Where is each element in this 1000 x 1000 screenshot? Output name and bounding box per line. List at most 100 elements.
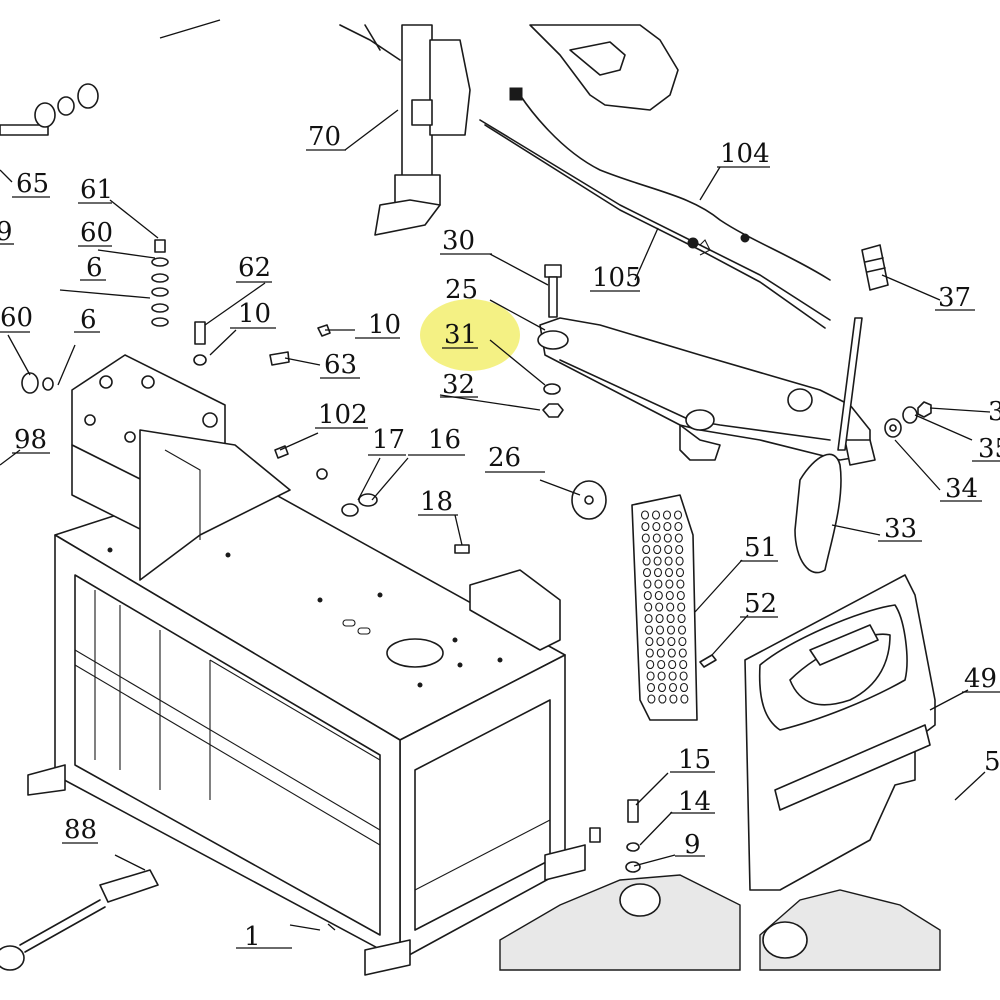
pedal-hole (663, 521, 672, 532)
left-hardware (0, 83, 470, 554)
pedal-hole (642, 567, 652, 578)
pedal-hole (646, 659, 655, 670)
pedal-hole (675, 556, 684, 566)
callout-25: 25 (445, 275, 478, 305)
pedal-hole (664, 544, 673, 555)
pedal-hole (662, 510, 672, 520)
pedal-hole (668, 659, 677, 670)
callout-10b: 10 (368, 310, 401, 340)
callout-52: 52 (744, 589, 777, 619)
valve-block (499, 874, 941, 971)
pedal-hole (643, 579, 652, 589)
callout-63: 63 (324, 350, 357, 380)
callout-60b: 60 (80, 218, 113, 248)
callout-32: 32 (442, 370, 475, 400)
callout-14: 14 (678, 787, 711, 817)
washers-34-35 (884, 401, 932, 438)
hardware-15-14-9 (589, 799, 641, 873)
callout-6a: 6 (86, 253, 103, 283)
callout-15: 15 (678, 745, 711, 775)
pedal-hole (678, 648, 687, 658)
pedal-hole (669, 694, 678, 704)
pedal-hole (645, 648, 654, 658)
pedal-hole (679, 671, 688, 681)
top-cover (529, 24, 679, 111)
pedal-hole (652, 533, 661, 543)
pedal-hole (678, 636, 687, 647)
callout-3-edge: 3 (988, 397, 1000, 427)
callout-9-edge: 9 (0, 217, 13, 247)
callout-10a: 10 (238, 299, 271, 329)
pedal-hole (668, 671, 677, 681)
callout-34: 34 (945, 474, 978, 504)
pedal-hole (677, 602, 686, 612)
pedal-hole (647, 694, 656, 704)
pedal-hole (644, 625, 654, 635)
pedal-hole (664, 556, 673, 566)
callout-6b: 6 (80, 305, 97, 335)
callout-9: 9 (684, 830, 701, 860)
pedal-hole (663, 533, 672, 543)
nut-32 (542, 383, 564, 418)
bolt-30 (544, 264, 562, 318)
pedal-hole (679, 659, 688, 670)
callout-65: 65 (16, 169, 49, 199)
pedal-hole (656, 648, 665, 658)
callout-33: 33 (884, 514, 917, 544)
pedal-hole (666, 602, 675, 612)
pedal-hole (680, 694, 689, 704)
disc-26 (571, 480, 607, 520)
callout-62: 62 (238, 253, 271, 283)
pedal-hole (656, 636, 665, 647)
pedal-hole (667, 648, 676, 658)
pedal-hole (674, 533, 683, 543)
callout-30: 30 (442, 226, 475, 256)
pedal-hole (664, 567, 674, 578)
pedal-hole (641, 533, 650, 543)
callout-98: 98 (14, 425, 47, 455)
pedal-hole (646, 671, 655, 681)
pedal-hole (673, 510, 683, 520)
callout-88: 88 (64, 815, 97, 845)
pedal-hole (674, 521, 683, 532)
callout-37: 37 (938, 283, 971, 313)
pedal-hole (666, 613, 675, 624)
cover-panel-49 (744, 574, 936, 891)
pedal-hole (675, 544, 684, 555)
pedal-hole (641, 521, 650, 532)
cable-harness (479, 87, 831, 329)
pedal-hole (667, 636, 676, 647)
pedal-hole (677, 625, 687, 635)
callout-60a: 60 (0, 303, 33, 333)
pedal-hole (653, 556, 662, 566)
pedal-hole (645, 636, 654, 647)
pressing-arm (537, 317, 876, 466)
shaft-88 (0, 869, 159, 971)
bolt-52 (699, 654, 717, 668)
pedal-hole (675, 567, 685, 578)
pedal-33 (794, 317, 863, 574)
pedal-hole (676, 579, 685, 589)
pedal-hole (677, 613, 686, 624)
pedal-hole (653, 544, 662, 555)
pedal-hole (652, 521, 661, 532)
pedal-hole (655, 602, 664, 612)
column-mount (71, 354, 291, 581)
pedal-hole (665, 590, 674, 601)
pedal-hole (658, 694, 667, 704)
pedal-hole (655, 613, 664, 624)
callout-16: 16 (428, 425, 461, 455)
pedal-hole (651, 510, 661, 520)
pedal-hole (646, 682, 656, 693)
column-assembly (339, 24, 471, 236)
pedal-hole (655, 625, 665, 635)
pedal-hole (640, 510, 650, 520)
pedal-hole (654, 579, 663, 589)
pedal-hole (665, 579, 674, 589)
pedal-hole (644, 602, 653, 612)
callout-49: 49 (964, 664, 997, 694)
handle-37 (861, 244, 889, 291)
callout-102: 102 (318, 400, 368, 430)
